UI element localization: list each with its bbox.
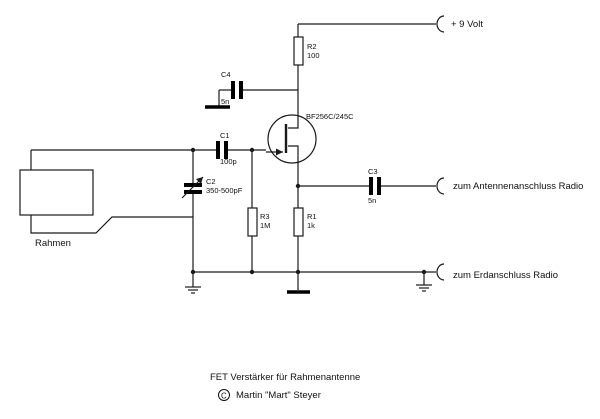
c3-value: 5n — [368, 196, 376, 205]
supply-terminal — [436, 15, 445, 33]
ground-rail: zum Erdanschluss Radio — [193, 263, 558, 292]
r3-ref: R3 — [260, 212, 270, 221]
c1-value: 100p — [220, 157, 237, 166]
loop-label: Rahmen — [35, 238, 71, 249]
footer-author: Martin "Mart" Steyer — [236, 390, 321, 401]
capacitor-c4: C4 5n — [205, 70, 298, 109]
ground-symbol-left — [185, 286, 201, 294]
ground-symbol-right — [416, 284, 432, 292]
c1-ref: C1 — [220, 131, 230, 140]
resistor-r2: R2 100 — [293, 36, 320, 90]
capacitor-c2: C2 350-500pF — [181, 150, 243, 287]
resistor-r1: R1 1k — [287, 186, 317, 294]
junction-rail-ground — [421, 269, 427, 275]
copyright-symbol: C — [221, 392, 227, 401]
r2-value: 100 — [307, 51, 320, 60]
fet-gate-arrow — [276, 148, 283, 156]
antenna-terminal — [436, 177, 445, 195]
copyright-icon — [218, 389, 230, 401]
c4-ref: C4 — [221, 70, 231, 79]
c2-value: 350-500pF — [206, 186, 243, 195]
r3-value: 1M — [260, 221, 270, 230]
antenna-label: zum Antennenanschluss Radio — [453, 181, 583, 192]
supply-rail: + 9 Volt — [297, 15, 483, 37]
fet-transistor: BF256C/245C — [266, 90, 354, 186]
ground-terminal — [436, 263, 445, 281]
footer-title: FET Verstärker für Rahmenantenne — [210, 372, 360, 383]
gate-network: C1 100p — [31, 131, 266, 166]
supply-label: + 9 Volt — [451, 19, 483, 30]
c4-value: 5n — [221, 97, 229, 106]
footer: FET Verstärker für Rahmenantenne C Marti… — [210, 372, 360, 401]
ground-label: zum Erdanschluss Radio — [453, 270, 558, 281]
output-stage: C3 5n zum Antennenanschluss Radio — [295, 167, 583, 205]
c3-ref: C3 — [368, 167, 378, 176]
resistor-r3: R3 1M — [247, 150, 270, 275]
r2-ref: R2 — [307, 42, 317, 51]
loop-antenna: Rahmen — [19, 150, 193, 249]
r1-value: 1k — [307, 221, 315, 230]
fet-type: BF256C/245C — [306, 112, 354, 121]
c2-ref: C2 — [206, 177, 216, 186]
r1-ref: R1 — [307, 212, 317, 221]
